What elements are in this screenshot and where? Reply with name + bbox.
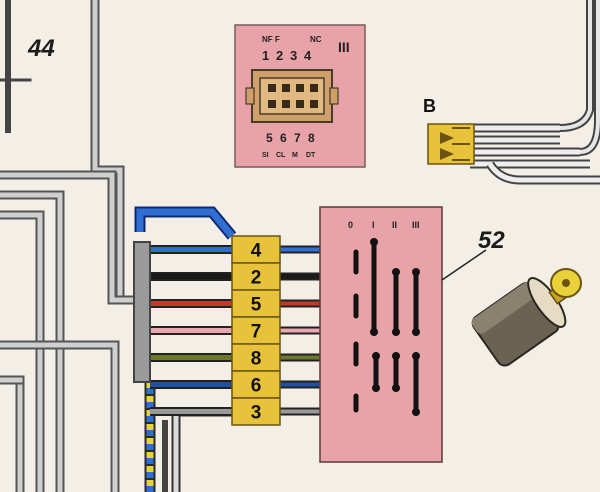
pin-number-1: 1 <box>262 48 269 63</box>
pin-number-3: 3 <box>290 48 297 63</box>
pin-code-6: CL <box>276 152 286 159</box>
terminal-pin-label: 8 <box>251 349 262 370</box>
terminal-pin-label: 4 <box>251 241 262 262</box>
terminal-pin-label: 6 <box>251 376 262 397</box>
connector-b <box>427 0 600 185</box>
terminal-cell-4 <box>231 235 281 264</box>
pin-number-2: 2 <box>276 48 283 63</box>
pin-code-4: NC <box>310 35 322 44</box>
pin-code-7: M <box>292 152 298 159</box>
terminal-pin-label: 5 <box>251 295 262 316</box>
terminal-pin-label: 2 <box>251 268 262 289</box>
terminal-cell-2 <box>231 262 281 291</box>
top-connector <box>234 24 366 168</box>
wire-gray-down <box>171 407 232 492</box>
pin-code-2: F <box>275 35 280 44</box>
switch-contact-2: II <box>392 220 397 230</box>
left-harness <box>0 0 140 492</box>
component-44-label: 44 <box>27 35 55 62</box>
pin-number-8: 8 <box>308 131 315 145</box>
terminal-cell-7 <box>231 316 281 345</box>
pin-number-4: 4 <box>304 48 312 63</box>
wires <box>134 206 340 492</box>
terminal-pin-label: 3 <box>251 403 262 424</box>
terminal-pin-label: 7 <box>251 322 262 343</box>
pin-number-6: 6 <box>280 131 287 145</box>
switch-contact-1: I <box>372 220 375 230</box>
switch-contact-0: 0 <box>348 220 353 230</box>
key-cylinder-icon <box>471 268 582 367</box>
connector-b-label: B <box>423 96 436 116</box>
pin-number-5: 5 <box>266 131 273 145</box>
pin-code-8: DT <box>306 152 316 159</box>
terminal-block: 4 2 5 7 8 6 3 <box>231 235 281 426</box>
switch-contact-3: III <box>412 220 420 230</box>
terminal-cell-8 <box>231 343 281 372</box>
pin-code-1: NF <box>262 35 273 44</box>
pin-number-7: 7 <box>294 131 301 145</box>
ignition-switch-52 <box>319 206 487 463</box>
component-52-label: 52 <box>478 227 505 254</box>
connector-iii-label: III <box>338 39 350 55</box>
pin-code-5: SI <box>262 152 269 159</box>
left-wire-clamp <box>133 241 151 383</box>
terminal-cell-3 <box>231 397 281 426</box>
